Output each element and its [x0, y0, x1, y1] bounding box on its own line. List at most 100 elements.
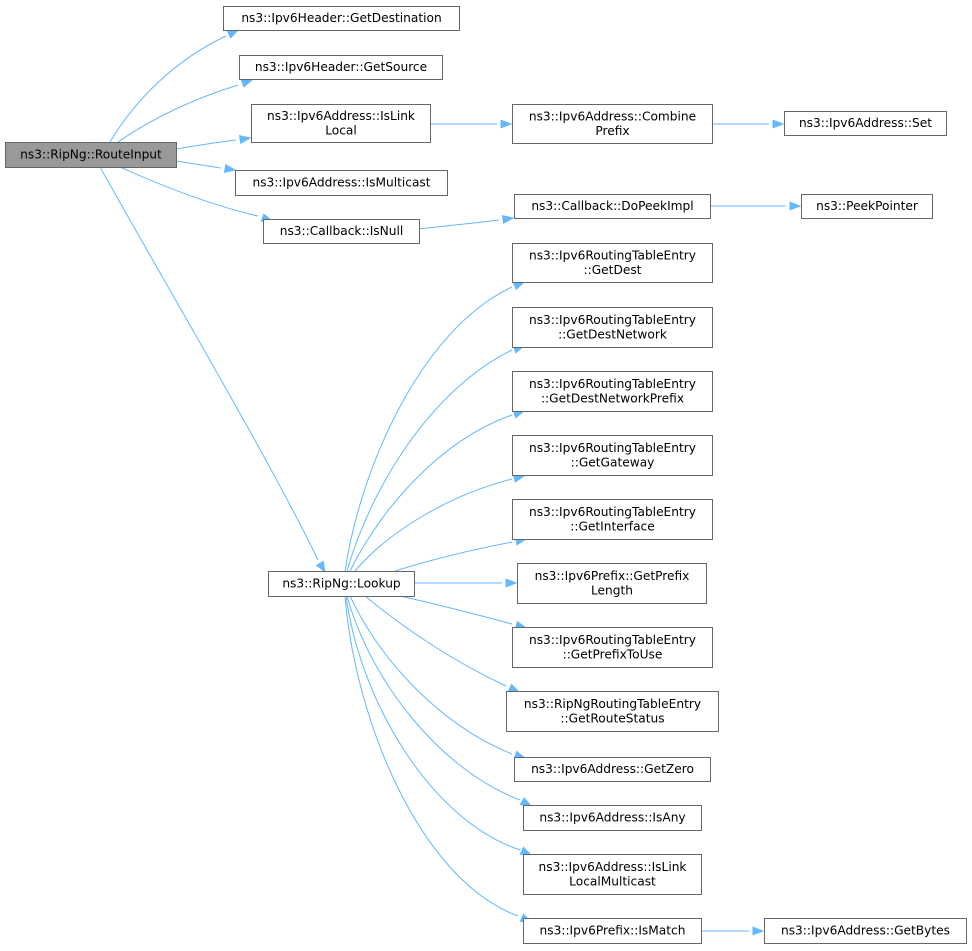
node-box: [512, 435, 713, 476]
edge-lookup-to-get_dest: [344, 281, 526, 572]
arrowhead: [240, 79, 254, 88]
node-label: ::GetDestNetworkPrefix: [541, 391, 684, 405]
edge-line: [399, 595, 513, 625]
node-is-any[interactable]: ns3::Ipv6Address::IsAny: [523, 805, 702, 831]
node-box: [523, 854, 702, 895]
arrowhead: [505, 578, 518, 588]
edge-route_input-to-is_link_local: [175, 135, 252, 150]
edge-line: [119, 166, 259, 217]
edge-lookup-to-is_match: [344, 595, 533, 923]
node-label: ns3::PeekPointer: [816, 199, 919, 213]
arrowhead: [519, 846, 533, 856]
edge-line: [354, 478, 513, 572]
node-box: [235, 170, 448, 196]
node-box: [268, 571, 415, 597]
node-label: ns3::Ipv6Address::GetBytes: [781, 924, 950, 938]
edge-line: [345, 595, 521, 851]
edge-combine_prefix-to-set: [712, 119, 785, 129]
node-get-prefix-to-use[interactable]: ns3::Ipv6RoutingTableEntry::GetPrefixToU…: [512, 627, 713, 668]
node-label: ns3::Ipv6RoutingTableEntry: [529, 377, 696, 391]
edges: [99, 29, 802, 936]
edge-line: [346, 349, 513, 572]
node-label: ns3::Ipv6Address::IsAny: [539, 811, 685, 825]
edge-line: [109, 35, 227, 143]
node-label: ns3::Ipv6Address::IsMulticast: [252, 176, 430, 190]
arrowhead: [519, 796, 533, 807]
arrowhead: [512, 281, 526, 291]
node-label: ns3::Ipv6RoutingTableEntry: [529, 441, 696, 455]
node-lookup[interactable]: ns3::RipNg::Lookup: [268, 571, 415, 597]
edge-route_input-to-get_source: [117, 79, 254, 143]
edge-line: [349, 414, 513, 572]
node-label: ns3::Callback::IsNull: [280, 224, 404, 238]
arrowhead: [315, 560, 326, 574]
node-label: ns3::Ipv6Address::IsLink: [267, 109, 416, 123]
node-peek-pointer[interactable]: ns3::PeekPointer: [801, 194, 933, 219]
edge-route_input-to-lookup: [99, 166, 326, 574]
edge-lookup-to-get_prefix_to_use: [399, 595, 528, 630]
node-box: [512, 627, 713, 668]
node-box: [251, 104, 431, 143]
node-label: ns3::Ipv6Address::GetZero: [531, 762, 694, 776]
edge-lookup-to-get_route_status: [364, 595, 521, 693]
arrowhead: [501, 215, 515, 224]
edge-line: [349, 595, 513, 755]
node-box: [263, 219, 420, 244]
node-is-match[interactable]: ns3::Ipv6Prefix::IsMatch: [523, 918, 702, 944]
node-box: [514, 194, 711, 219]
edge-lookup-to-get_zero: [349, 595, 527, 760]
edge-lookup-to-get_prefix_length: [414, 578, 518, 588]
edge-lookup-to-get_dest_network: [346, 345, 526, 572]
node-box: [512, 307, 713, 348]
node-label: ns3::Ipv6RoutingTableEntry: [529, 248, 696, 262]
edge-route_input-to-is_multicast: [175, 160, 237, 173]
edge-line: [175, 139, 237, 150]
node-is-null[interactable]: ns3::Callback::IsNull: [263, 219, 420, 244]
node-box: [523, 805, 702, 831]
node-get-source[interactable]: ns3::Ipv6Header::GetSource: [239, 55, 443, 80]
edge-route_input-to-get_destination: [109, 29, 240, 143]
node-box: [512, 104, 713, 144]
nodes: ns3::RipNg::RouteInputns3::Ipv6Header::G…: [5, 6, 967, 944]
node-box: [784, 111, 947, 136]
arrowhead: [789, 201, 802, 211]
node-get-zero[interactable]: ns3::Ipv6Address::GetZero: [514, 757, 711, 782]
node-label: Prefix: [595, 124, 629, 138]
edge-line: [346, 595, 521, 801]
node-label: ns3::Ipv6Prefix::IsMatch: [540, 924, 686, 938]
node-set[interactable]: ns3::Ipv6Address::Set: [784, 111, 947, 136]
edge-lookup-to-get_interface: [394, 536, 528, 572]
node-get-bytes[interactable]: ns3::Ipv6Address::GetBytes: [764, 918, 967, 944]
node-box: [5, 142, 177, 168]
node-label: ns3::Ipv6Address::Set: [799, 116, 932, 130]
node-get-interface[interactable]: ns3::Ipv6RoutingTableEntry::GetInterface: [512, 499, 713, 540]
node-get-dest-network[interactable]: ns3::Ipv6RoutingTableEntry::GetDestNetwo…: [512, 307, 713, 348]
edge-line: [344, 595, 519, 917]
node-label: ns3::Ipv6Address::IsLink: [539, 860, 688, 874]
arrowhead: [772, 119, 785, 129]
node-get-dest-network-prefix[interactable]: ns3::Ipv6RoutingTableEntry::GetDestNetwo…: [512, 371, 713, 412]
node-get-dest[interactable]: ns3::Ipv6RoutingTableEntry::GetDest: [512, 243, 713, 283]
node-label: Length: [591, 583, 633, 597]
node-get-destination[interactable]: ns3::Ipv6Header::GetDestination: [223, 6, 460, 31]
node-box: [764, 918, 967, 944]
node-get-route-status[interactable]: ns3::RipNgRoutingTableEntry::GetRouteSta…: [506, 691, 719, 732]
node-label: ns3::Ipv6RoutingTableEntry: [529, 505, 696, 519]
node-label: ns3::RipNg::Lookup: [282, 577, 401, 591]
node-label: ::GetPrefixToUse: [563, 647, 663, 661]
node-do-peek-impl[interactable]: ns3::Callback::DoPeekImpl: [514, 194, 711, 219]
node-label: ::GetDestNetwork: [558, 327, 668, 341]
node-label: ns3::RipNgRoutingTableEntry: [524, 697, 701, 711]
edge-lookup-to-is_any: [346, 595, 533, 807]
node-box: [523, 918, 702, 944]
node-box: [517, 563, 707, 604]
node-is-multicast[interactable]: ns3::Ipv6Address::IsMulticast: [235, 170, 448, 196]
node-box: [506, 691, 719, 732]
edge-line: [418, 219, 500, 230]
edge-line: [117, 84, 239, 143]
node-get-gateway[interactable]: ns3::Ipv6RoutingTableEntry::GetGateway: [512, 435, 713, 476]
